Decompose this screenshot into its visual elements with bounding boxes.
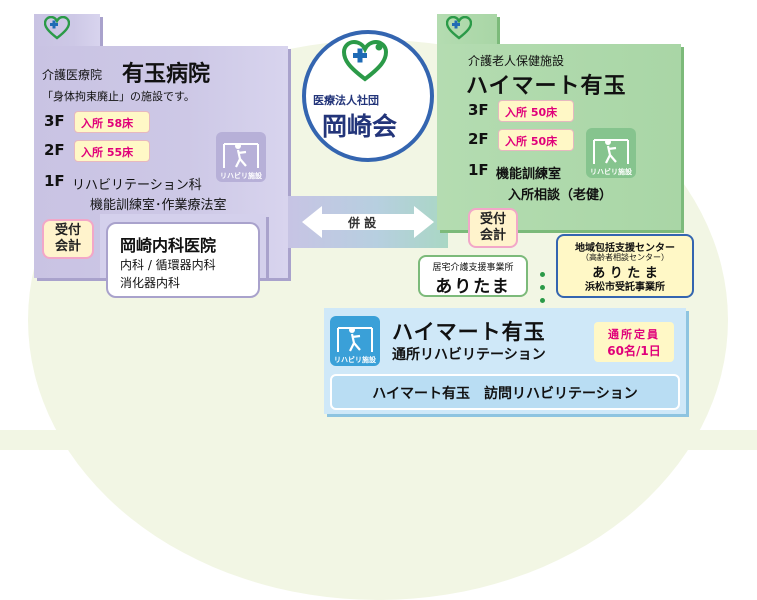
visit-rehab-box: ハイマート有玉 訪問リハビリテーション — [330, 374, 680, 410]
visit-rehab-text: ハイマート有玉 訪問リハビリテーション — [372, 386, 638, 402]
heart-logo-icon — [446, 16, 472, 40]
hospital-floor-1-label: リハビリテーション科 — [72, 178, 202, 193]
hospital-floor-1-sub: 機能訓練室･作業療法室 — [90, 198, 227, 213]
clinic-box: 岡崎内科医院 内科 / 循環器内科 消化器内科 — [106, 222, 260, 298]
clinic-name: 岡崎内科医院 — [120, 236, 217, 255]
hospital-reception: 受付 会計 — [42, 219, 94, 259]
hospital-floor-2: 2F — [44, 141, 65, 159]
community-center-box: 地域包括支援センター （高齢者相談センター） あ り た ま 浜松市受託事業所 — [556, 234, 694, 298]
logo-org-small: 医療法人社団 — [313, 94, 379, 107]
clinic-dept-2: 消化器内科 — [120, 276, 181, 290]
day-rehab-name: ハイマート有玉 — [392, 320, 546, 344]
rehab-facility-icon: リハビリ施設 — [216, 132, 266, 182]
hospital-floor-2-badge: 入所 55床 — [74, 140, 150, 162]
hospital-note: 「身体拘束廃止」の施設です。 — [42, 90, 195, 103]
community-center-office: 浜松市受託事業所 — [585, 282, 665, 293]
roken-floor-1: 1F — [468, 161, 489, 179]
connector-dot — [540, 272, 545, 277]
hospital-floor-1: 1F — [44, 172, 65, 190]
clinic-dept-1: 内科 / 循環器内科 — [120, 258, 216, 272]
rehab-facility-icon: リハビリ施設 — [586, 128, 636, 178]
double-arrow-icon — [302, 206, 434, 238]
connector-dot — [540, 285, 545, 290]
roken-floor-3: 3F — [468, 101, 489, 119]
heart-logo-icon — [44, 16, 70, 40]
day-rehab-service: 通所リハビリテーション — [392, 347, 546, 363]
logo-org-big: 岡崎会 — [322, 112, 398, 141]
hospital-floor-3: 3F — [44, 112, 65, 130]
roken-floor-2: 2F — [468, 130, 489, 148]
care-office-box: 居宅介護支援事業所 ありたま — [418, 255, 528, 297]
roken-floor-1-sub: 入所相談（老健） — [508, 188, 613, 203]
roken-floor-2-badge: 入所 50床 — [498, 129, 574, 151]
rehab-facility-icon: リハビリ施設 — [330, 316, 380, 366]
capacity-badge: 通所定員 60名/1日 — [594, 322, 674, 362]
roken-floor-1-label: 機能訓練室 — [496, 167, 562, 182]
heart-cross-logo-icon — [342, 40, 388, 82]
hospital-floor-3-badge: 入所 58床 — [74, 111, 150, 133]
hospital-name: 有玉病院 — [122, 62, 211, 87]
roken-reception: 受付 会計 — [468, 208, 518, 248]
hospital-prefix: 介護医療院 — [42, 68, 103, 82]
roken-floor-3-badge: 入所 50床 — [498, 100, 574, 122]
care-office-title: 居宅介護支援事業所 — [432, 263, 514, 273]
bridge-label: 併 設 — [348, 216, 377, 230]
community-center-name: あ り た ま — [592, 266, 658, 281]
logo-circle — [302, 30, 434, 162]
care-office-name: ありたま — [435, 277, 511, 297]
roken-name: ハイマート有玉 — [466, 74, 627, 99]
roken-prefix: 介護老人保健施設 — [468, 54, 565, 68]
background-ground — [0, 430, 757, 450]
community-center-sub: （高齢者相談センター） — [581, 253, 669, 262]
community-center-title: 地域包括支援センター — [575, 243, 675, 254]
connector-dot — [540, 298, 545, 303]
